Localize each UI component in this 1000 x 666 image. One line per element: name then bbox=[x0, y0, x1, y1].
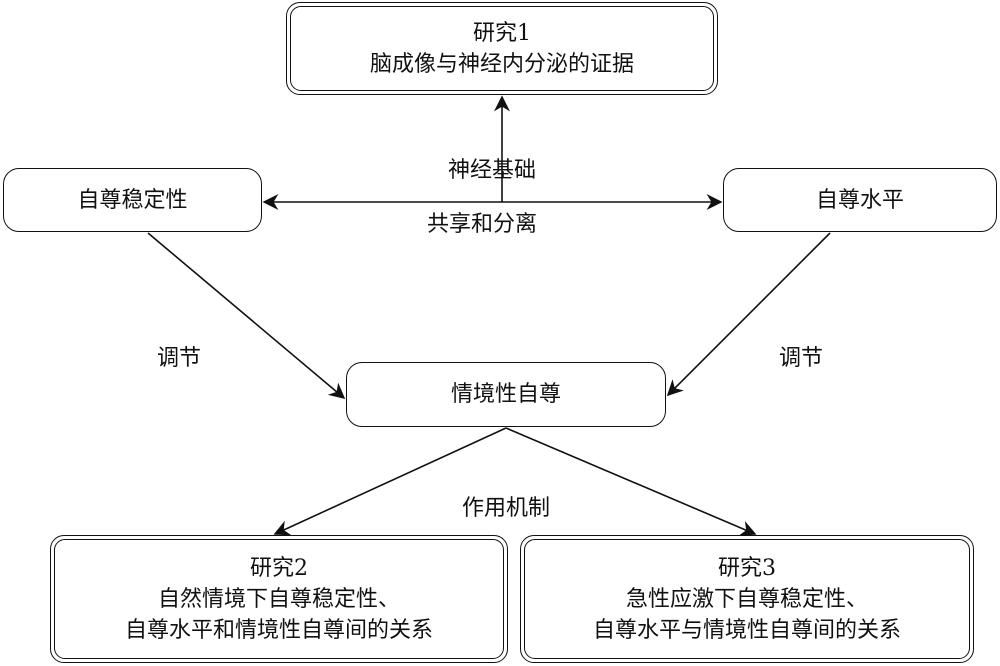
study2-title: 研究2 bbox=[250, 555, 308, 581]
study3-line1: 急性应激下自尊稳定性、 bbox=[625, 586, 868, 612]
edge-label-moderate-left: 调节 bbox=[157, 346, 202, 371]
study2-line2: 自尊水平和情境性自尊间的关系 bbox=[124, 617, 433, 643]
edge-label-share-separate: 共享和分离 bbox=[427, 212, 538, 237]
edge-label-neural-basis: 神经基础 bbox=[448, 158, 537, 183]
edge-label-mechanism: 作用机制 bbox=[462, 496, 551, 521]
level-label: 自尊水平 bbox=[815, 187, 904, 213]
study1-description: 脑成像与神经内分泌的证据 bbox=[369, 51, 634, 77]
edge-level-to-situational bbox=[666, 232, 831, 397]
edge-situational-to-study2 bbox=[273, 427, 507, 536]
node-study1: 研究1 脑成像与神经内分泌的证据 bbox=[286, 2, 718, 95]
node-study2: 研究2 自然情境下自尊稳定性、 自尊水平和情境性自尊间的关系 bbox=[50, 535, 508, 663]
situational-label: 情境性自尊 bbox=[450, 382, 561, 407]
edge-situational-to-study3 bbox=[505, 427, 757, 536]
study2-line1: 自然情境下自尊稳定性、 bbox=[157, 586, 400, 612]
node-study3: 研究3 急性应激下自尊稳定性、 自尊水平与情境性自尊间的关系 bbox=[520, 535, 974, 663]
edge-label-moderate-right: 调节 bbox=[779, 346, 824, 371]
node-self-esteem-stability: 自尊稳定性 bbox=[3, 168, 262, 232]
node-situational-self-esteem: 情境性自尊 bbox=[346, 362, 666, 427]
study1-title: 研究1 bbox=[473, 20, 531, 46]
study3-line2: 自尊水平与情境性自尊间的关系 bbox=[592, 617, 901, 643]
node-self-esteem-level: 自尊水平 bbox=[723, 168, 997, 232]
study3-title: 研究3 bbox=[718, 555, 776, 581]
stability-label: 自尊稳定性 bbox=[77, 187, 188, 213]
edge-stability-to-situational bbox=[147, 232, 346, 400]
